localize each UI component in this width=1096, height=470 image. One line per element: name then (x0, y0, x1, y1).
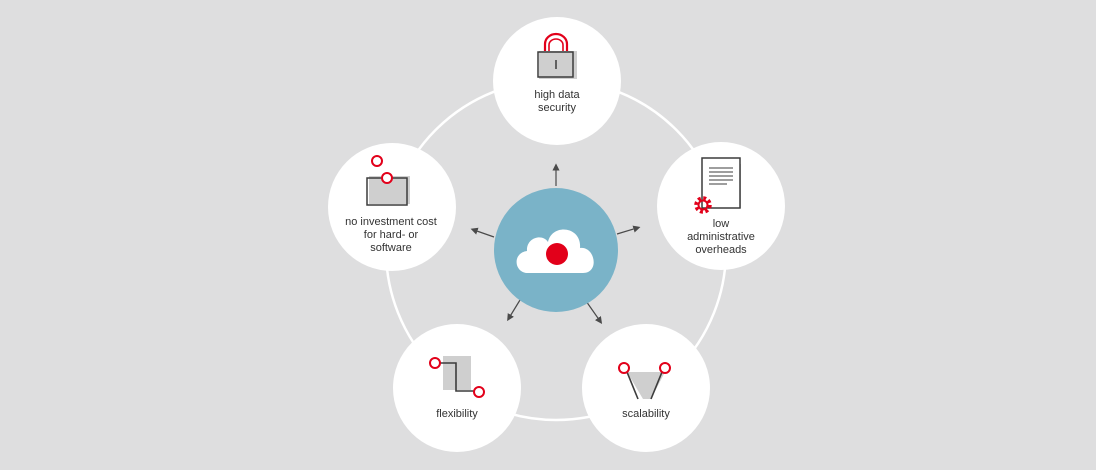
investment-label: no investment cost for hard- or software (345, 216, 437, 254)
arrow-to-administration (616, 225, 641, 235)
node-investment-bg (328, 143, 456, 271)
flexibility-label: flexibility (436, 408, 478, 420)
arrow-to-investment (470, 227, 495, 238)
security-label: high data security (534, 89, 580, 114)
arrow-to-scalability (585, 300, 603, 324)
hub-node (494, 188, 618, 312)
investment-icon (366, 155, 410, 206)
flexibility-icon (429, 356, 485, 398)
arrow-to-flexibility (507, 299, 521, 322)
scalability-icon (618, 362, 671, 400)
document-gear-icon (694, 157, 741, 214)
hub-arrows (470, 163, 641, 324)
scalability-label: scalability (622, 408, 670, 420)
cloud-icon (516, 229, 594, 273)
node-security-bg (493, 17, 621, 145)
padlock-icon (537, 32, 577, 79)
administration-label: low administrative overheads (687, 218, 755, 256)
